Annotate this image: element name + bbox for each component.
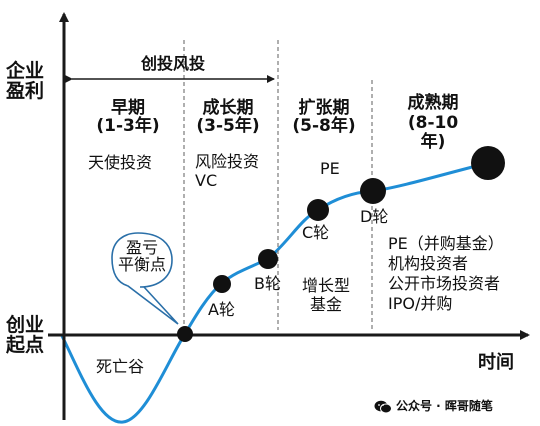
stage-mature-desc: PE（并购基金） 机构投资者 公开市场投资者 IPO/并购 [388, 234, 504, 313]
vc-bracket-label: 创投风投 [141, 54, 206, 73]
round-d-label: D轮 [360, 207, 389, 226]
stage-growth-desc: 风险投资 VC [195, 152, 260, 191]
growth-fund-label: 增长型 基金 [301, 276, 350, 315]
round-a-label: A轮 [208, 300, 235, 319]
wechat-icon [374, 399, 392, 413]
round-b-marker [258, 249, 278, 269]
breakeven-point [177, 326, 193, 342]
round-d-marker [360, 178, 386, 204]
y-axis-label: 企业 盈利 [6, 60, 45, 102]
round-a-marker [213, 275, 231, 293]
watermark: 公众号 · 晖哥随笔 [374, 397, 493, 414]
watermark-text: 公众号 · 晖哥随笔 [396, 399, 493, 413]
stage-growth-title: 成长期 (3-5年) [196, 98, 260, 136]
death-valley-label: 死亡谷 [96, 357, 145, 376]
x-axis-label: 时间 [478, 352, 514, 373]
round-c-label: C轮 [302, 223, 330, 242]
round-b-label: B轮 [254, 274, 281, 293]
breakeven-label: 盈亏 平衡点 [117, 238, 166, 274]
stage-expansion-title: 扩张期 (5-8年) [292, 98, 356, 136]
breakeven-callout [111, 232, 179, 325]
origin-label: 创业 起点 [6, 314, 45, 356]
round-c-marker [307, 199, 329, 221]
ipo-marker [471, 146, 505, 180]
stage-early-title: 早期 (1-3年) [96, 98, 160, 136]
stage-early-desc: 天使投资 [88, 153, 153, 172]
stage-expansion-desc: PE [320, 159, 340, 178]
stage-mature-title: 成熟期 (8-10 年) [407, 93, 459, 153]
